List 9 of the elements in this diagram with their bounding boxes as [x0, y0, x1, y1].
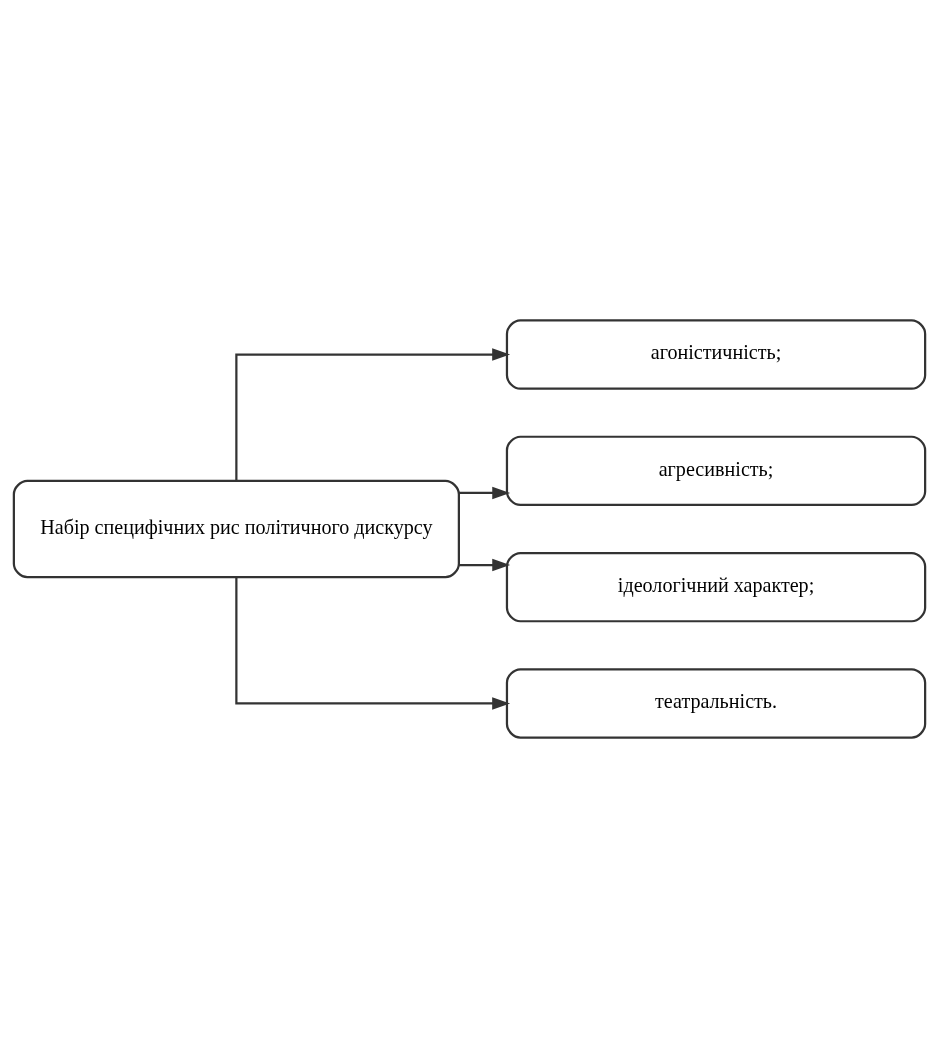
arrow [458, 486, 510, 499]
node-box: Набір специфічних рис політичного дискурсу [12, 479, 460, 578]
arrow [458, 558, 510, 571]
arrow [234, 347, 510, 481]
node-box: ідеологічний характер; [505, 551, 926, 622]
arrow [234, 576, 510, 710]
node-box: театральність. [505, 667, 926, 739]
node-box: агресивність; [505, 435, 926, 506]
node-box: агоністичність; [505, 318, 926, 390]
